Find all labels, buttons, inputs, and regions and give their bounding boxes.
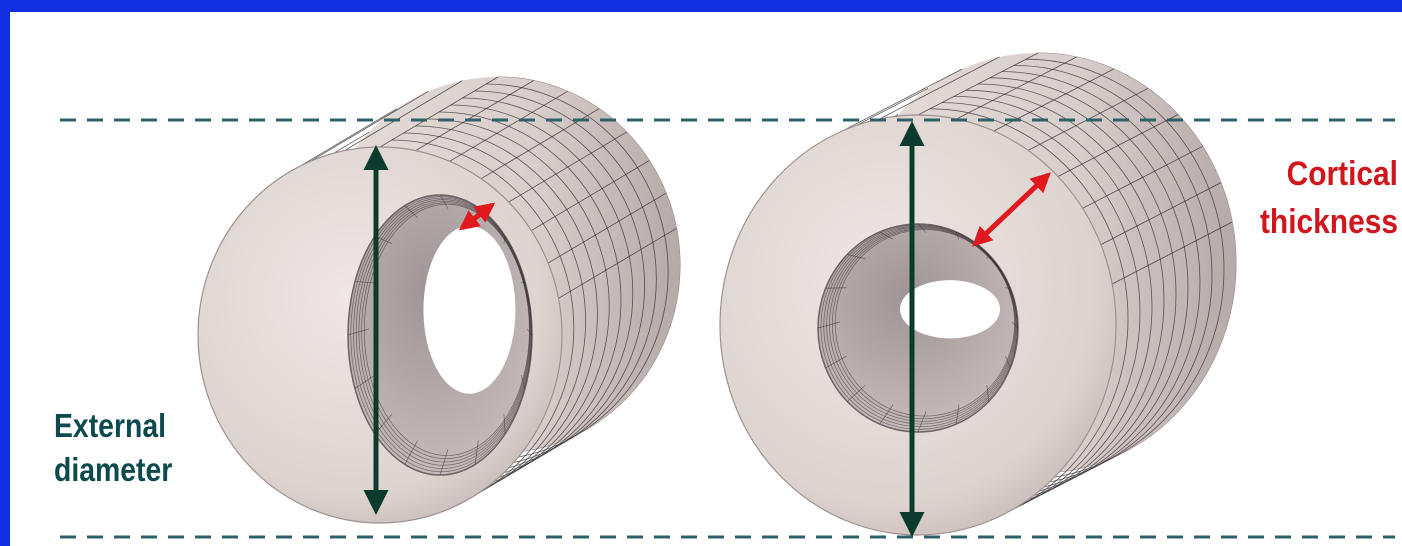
cortical-thickness-label: Cortical thickness [1215, 150, 1398, 246]
thick-cortex-bone-opening [900, 280, 1000, 338]
cortical-thickness-line-2: thickness [1215, 198, 1398, 246]
external-diameter-line-2: diameter [54, 448, 226, 492]
thin-cortex-bone-opening [423, 226, 515, 394]
external-diameter-label: External diameter [54, 404, 226, 492]
cortical-thickness-line-1: Cortical [1215, 150, 1398, 198]
external-diameter-line-1: External [54, 404, 226, 448]
